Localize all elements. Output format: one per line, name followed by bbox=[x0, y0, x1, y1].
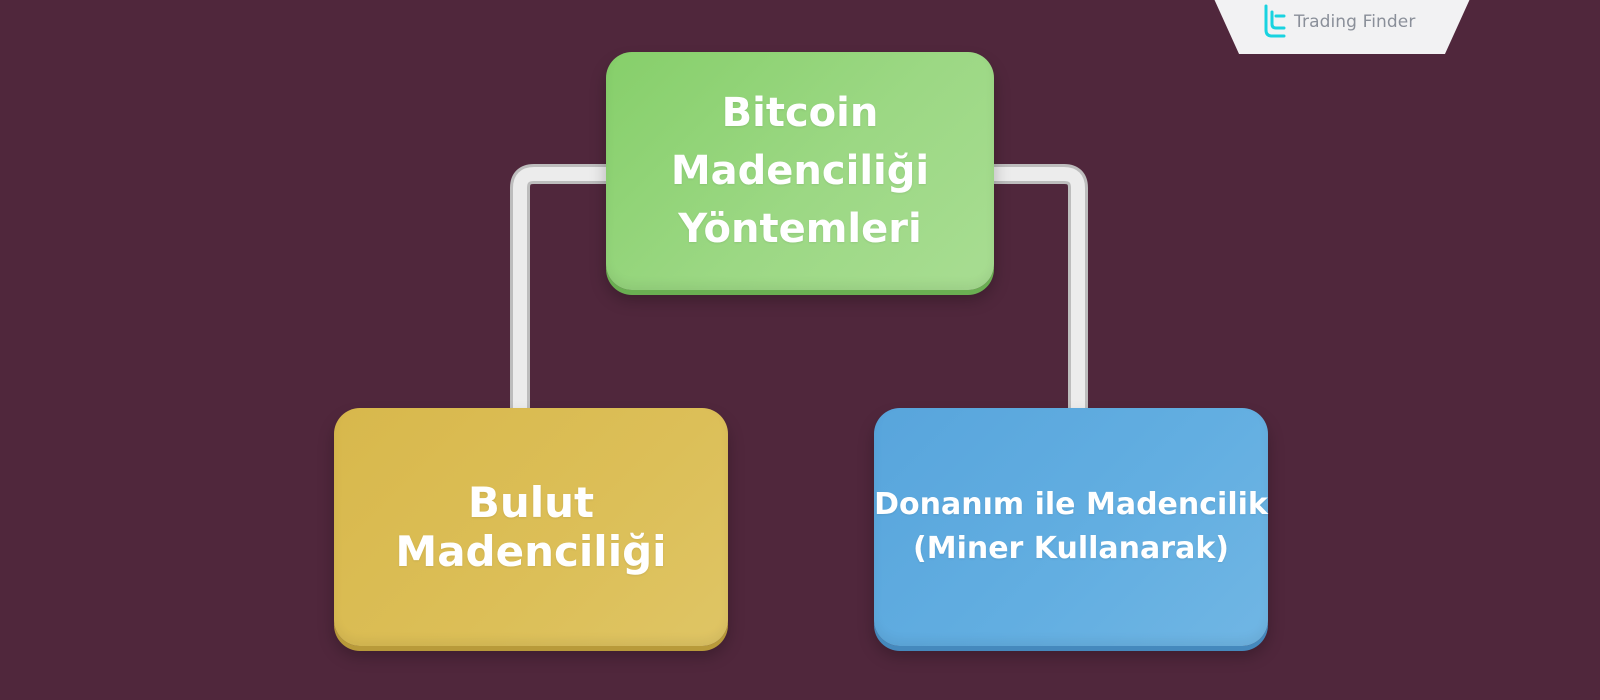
root-node: Bitcoin Madenciliği Yöntemleri bbox=[606, 52, 994, 290]
child-node-line: Bulut Madenciliği bbox=[395, 478, 667, 576]
child-node-hardware-mining: Donanım ile Madencilik (Miner Kullanarak… bbox=[874, 408, 1268, 646]
brand-tab: Trading Finder bbox=[1210, 0, 1474, 54]
root-node-line: Bitcoin bbox=[721, 90, 879, 136]
root-node-label: Bitcoin Madenciliği Yöntemleri bbox=[671, 84, 929, 258]
child-node-label: Bulut Madenciliği bbox=[334, 478, 728, 576]
child-node-line: Donanım ile Madencilik bbox=[874, 487, 1268, 522]
root-node-line: Yöntemleri bbox=[678, 206, 922, 252]
connector-right bbox=[994, 164, 1088, 408]
trading-finder-logo-icon bbox=[1264, 4, 1286, 38]
brand-logo[interactable]: Trading Finder bbox=[1262, 4, 1415, 40]
brand-name: Trading Finder bbox=[1294, 12, 1416, 32]
child-node-line: (Miner Kullanarak) bbox=[913, 531, 1229, 566]
root-node-line: Madenciliği bbox=[670, 148, 930, 194]
child-node-cloud-mining: Bulut Madenciliği bbox=[334, 408, 728, 646]
connector-left bbox=[510, 164, 606, 408]
child-node-label: Donanım ile Madencilik (Miner Kullanarak… bbox=[874, 483, 1268, 571]
